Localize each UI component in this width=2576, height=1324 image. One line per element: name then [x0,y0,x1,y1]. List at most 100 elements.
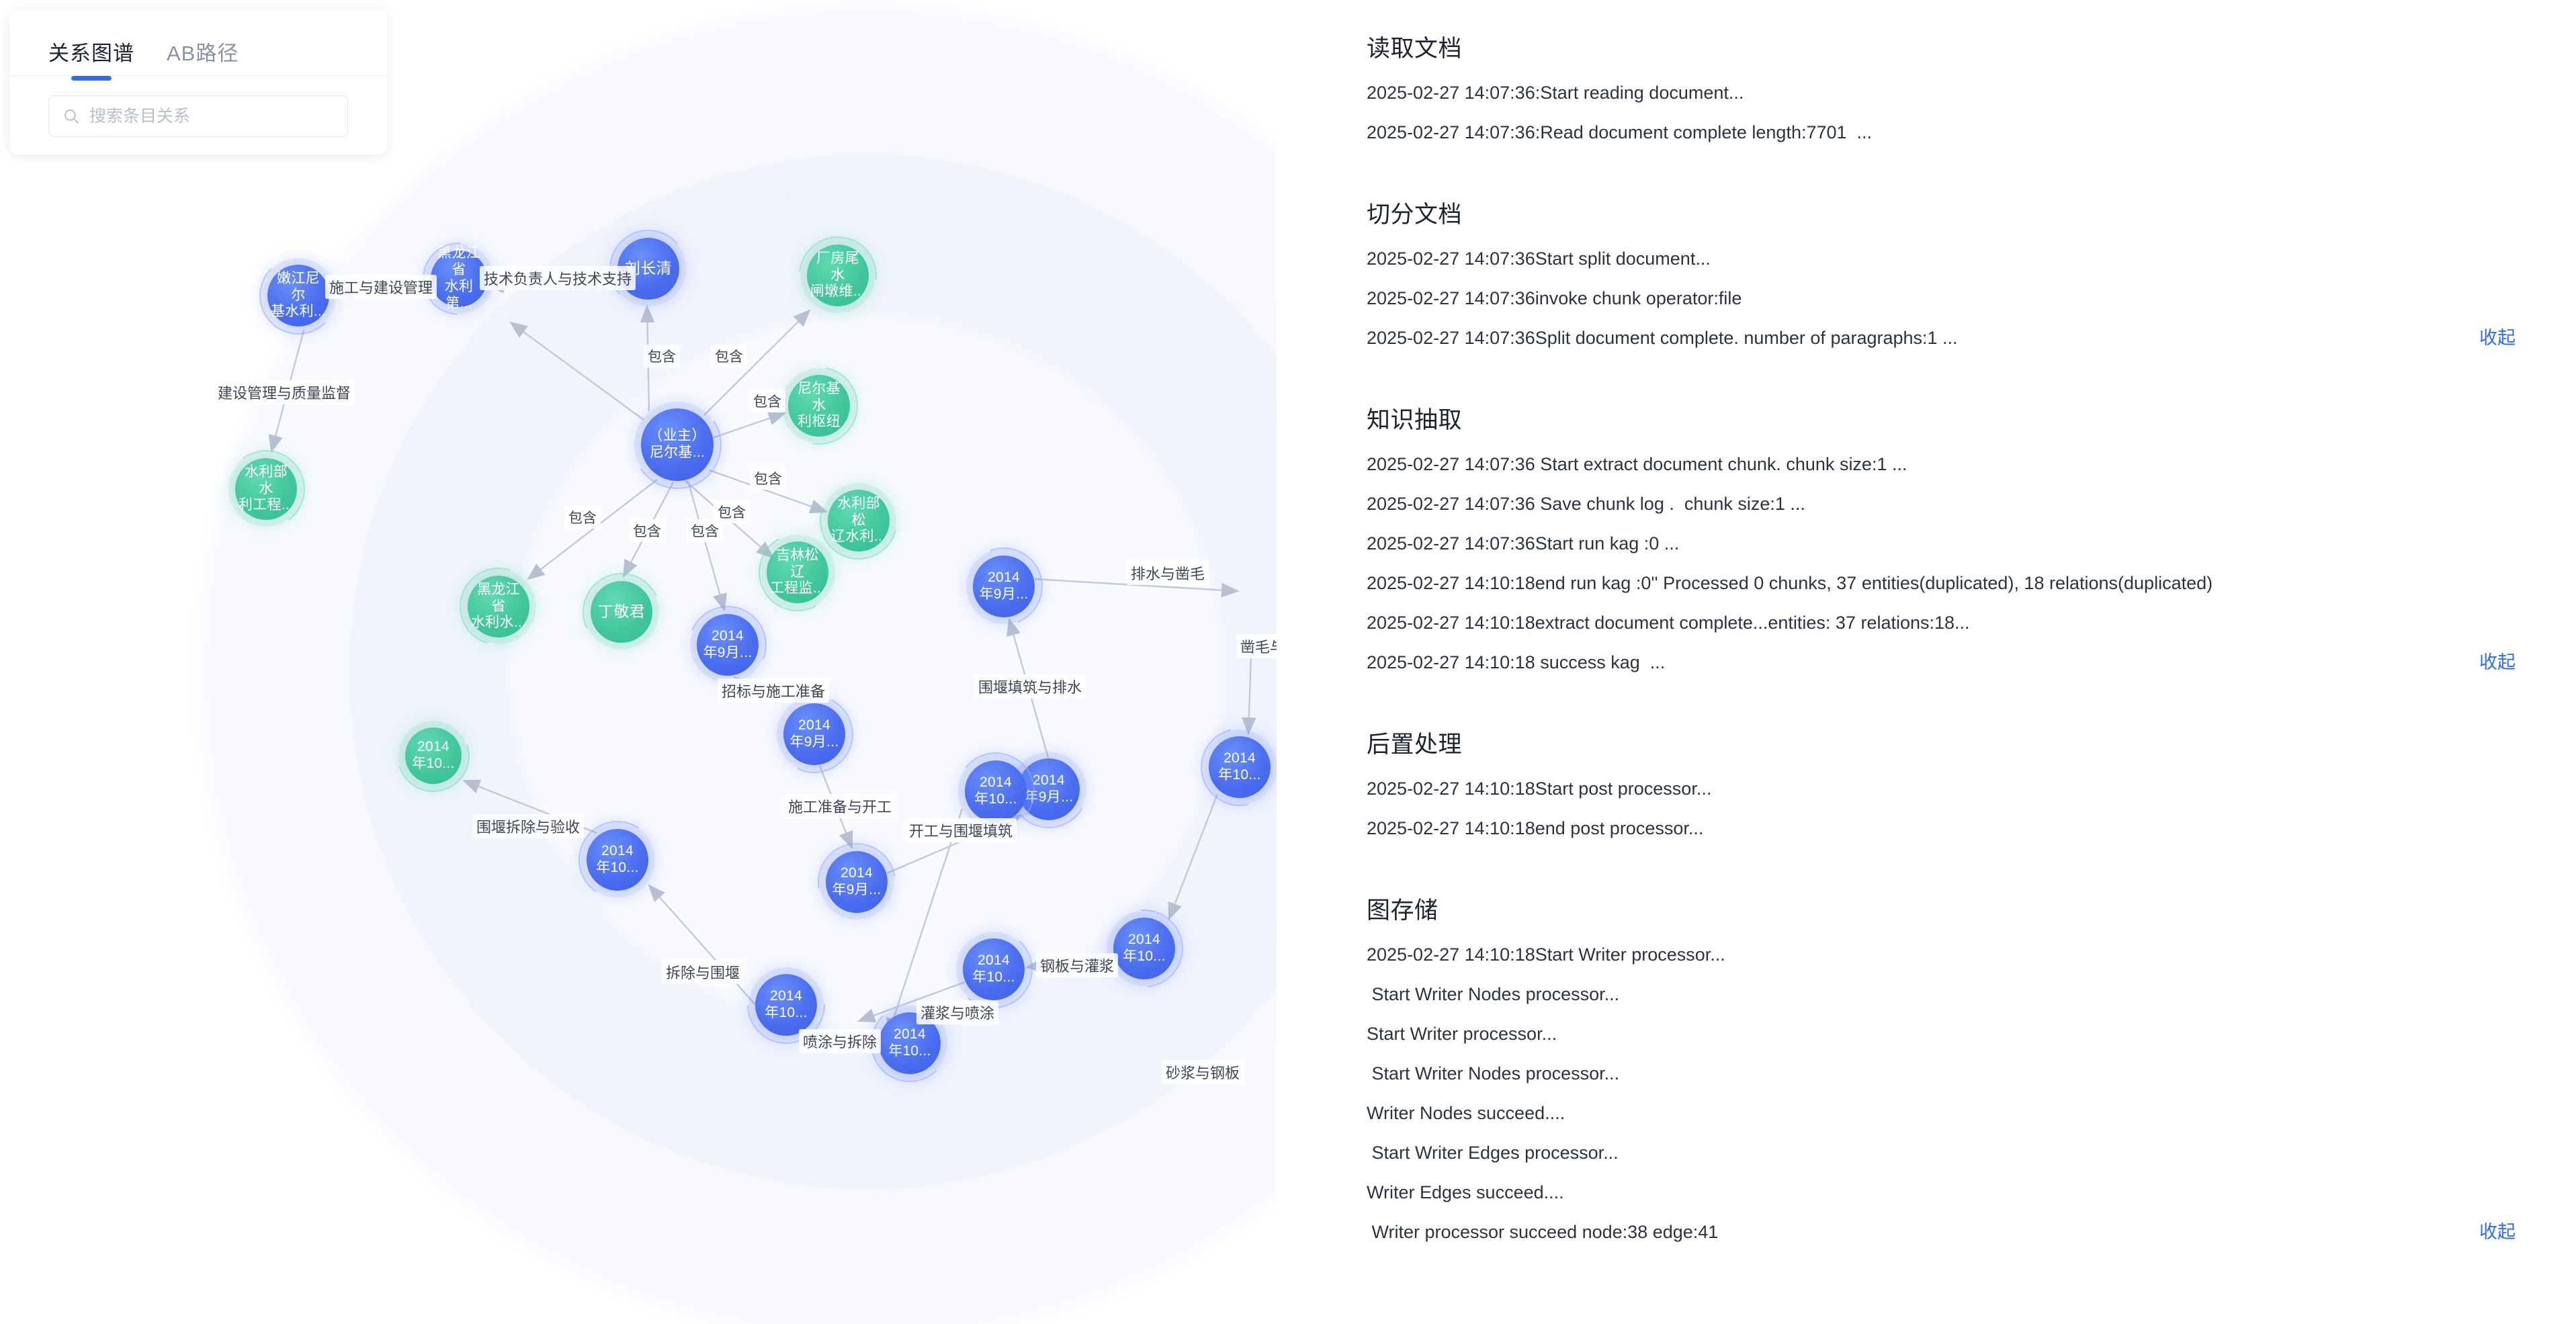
graph-node-label: 2014 年10... [412,739,455,771]
collapse-link[interactable]: 收起 [2479,652,2516,673]
graph-node-label: 吉林松辽 工程监... [769,547,826,597]
graph-node[interactable]: 黑龙江省 水利第... [407,227,511,330]
graph-node[interactable]: 黑龙江省 水利水... [445,554,552,660]
log-line: 2025-02-27 14:07:36Start run kag :0 ... [1367,533,1680,554]
graph-node[interactable]: 2014 年10... [1089,893,1199,1004]
graph-node[interactable]: 2014 年9月... [952,535,1056,638]
graph-node-label: 2014 年10... [765,988,808,1020]
pipeline-step: 图存储 2025-02-27 14:10:18Start Writer proce… [1277,891,2576,1290]
pipeline-step: 知识抽取 2025-02-27 14:07:36 Start extract do… [1277,401,2576,720]
graph-node-label: 2014 年9月... [979,570,1029,602]
pipeline-step: 切分文档 2025-02-27 14:07:36Start split docum… [1277,195,2576,396]
tabs-divider [9,75,387,76]
pipeline-step-title: 图存储 [1367,897,1439,924]
graph-node-label: 2014 年10... [972,953,1015,985]
graph-node[interactable]: 2014 年10... [953,928,1035,1010]
graph-node-label: 嫩江尼尔 基水利... [270,270,327,320]
pipeline-step-header: 后置处理 [1367,725,2516,760]
step-spacer [1367,161,2516,190]
graph-node-label: 黑龙江省 水利水... [470,581,527,631]
graph-node[interactable]: 水利部松 辽水利... [805,467,912,574]
pipeline-step-title: 读取文档 [1367,36,1463,62]
graph-node[interactable]: 2014 年10... [571,813,664,906]
pipeline-step: 后置处理 2025-02-27 14:10:18Start post proces… [1277,725,2576,886]
pipeline-step-header: 知识抽取 [1367,401,2516,435]
log-line: Start Writer processor... [1367,1024,1557,1045]
log-line: 2025-02-27 14:10:18Start Writer processo… [1367,944,1725,965]
log-line: Writer processor succeed node:38 edge:41… [1367,1221,2516,1243]
graph-node[interactable]: 吉林松辽 工程监... [749,524,846,621]
graph-node-label: 2014 年10... [596,843,639,875]
tab-relation-graph[interactable]: 关系图谱 [48,36,134,77]
pipeline-step-header: 读取文档 [1367,30,2516,64]
pipeline-step-title: 知识抽取 [1367,407,1463,434]
step-spacer [1367,691,2516,720]
graph-node[interactable]: （业主） 尼尔基... [624,392,730,498]
step-spacer [1367,1260,2516,1290]
log-line: 2025-02-27 14:07:36:Read document comple… [1367,122,1873,143]
log-line: 2025-02-27 14:10:18end run kag :0'' Proc… [1367,573,2213,594]
graph-node[interactable]: 2014 年10... [384,706,483,805]
graph-node[interactable]: 2014 年10... [869,1003,950,1084]
pipeline-step-header: 切分文档 [1367,195,2516,230]
graph-node-label: 2014 年9月... [703,628,753,660]
graph-node-label: 尼尔基水 利枢纽 [798,380,841,430]
graph-node-label: 2014 年10... [1218,750,1261,783]
log-line: 2025-02-27 14:10:18extract document comp… [1367,613,1970,633]
log-line: Start Writer Nodes processor... [1367,984,1620,1005]
collapse-link[interactable]: 收起 [2479,328,2516,349]
graph-node[interactable]: 2014 年10... [730,949,842,1061]
graph-node-label: 2014 年10... [1123,932,1166,964]
log-line: 2025-02-27 14:07:36 Start extract docume… [1367,454,1907,475]
graph-controls-card: 关系图谱 AB路径 [9,9,387,155]
collapse-link[interactable]: 收起 [2479,1222,2516,1243]
graph-node[interactable]: 2014 年9月... [802,827,912,937]
step-spacer [1367,856,2516,886]
tab-ab-path[interactable]: AB路径 [167,42,239,65]
graph-node[interactable]: 2014 年9月... [765,685,864,784]
graph-node-label: 刘长清 [625,259,672,277]
log-line: 2025-02-27 14:07:36Start split document.… [1367,249,1711,269]
graph-node-label: 水利部松 辽水利... [830,495,887,545]
graph-node-label: 2014 年9月... [1024,773,1074,805]
log-line: 2025-02-27 14:10:18Start post processor.… [1367,779,1712,799]
graph-canvas-background [0,0,1277,1324]
graph-node[interactable]: 刘长清 [607,227,690,310]
search-area [9,77,387,137]
graph-node-label: 2014 年10... [888,1026,931,1059]
search-input[interactable] [89,106,334,126]
graph-node-label: 2014 年9月... [832,865,882,897]
log-line: Start Writer Edges processor... [1367,1143,1619,1163]
log-line: Writer Edges succeed.... [1367,1182,1564,1203]
log-line: Writer Nodes succeed.... [1367,1103,1565,1124]
graph-node[interactable]: 2014 年10... [1186,713,1277,821]
log-line: 2025-02-27 14:10:18 success kag ...收起 [1367,651,2516,674]
search-box[interactable] [48,95,348,137]
graph-node[interactable]: 水利部水 利工程... [222,445,310,533]
graph-node[interactable]: 2014 年10... [952,748,1039,835]
graph-node-label: （业主） 尼尔基... [648,428,706,460]
relation-graph-panel: 嫩江尼尔 基水利... 黑龙江省 水利第... 刘长清 厂房尾水 闸墩维... 水利部水… [0,0,1277,1324]
step-spacer [1367,366,2516,396]
graph-tabs: 关系图谱 AB路径 [9,9,387,77]
graph-node-label: 2014 年9月... [789,717,839,750]
graph-node[interactable]: 丁敬君 [571,562,672,662]
log-line: 2025-02-27 14:10:18end post processor... [1367,818,1704,839]
graph-node-label: 丁敬君 [598,603,645,621]
search-icon [65,109,79,124]
graph-node[interactable]: 2014 年9月... [676,593,779,697]
graph-node[interactable]: 尼尔基水 利枢纽 [765,351,873,460]
graph-node[interactable]: 厂房尾水 闸墩维... [783,220,893,330]
pipeline-step-title: 后置处理 [1367,732,1463,758]
log-line: 2025-02-27 14:07:36 Save chunk log . chu… [1367,494,1805,515]
graph-node-label: 水利部水 利工程... [238,464,294,513]
graph-node[interactable]: 嫩江尼尔 基水利... [259,257,337,335]
pipeline-step-header: 图存储 [1367,891,2516,926]
graph-node-label: 黑龙江省 水利第... [437,245,480,311]
graph-node[interactable]: 2014 年9月... [1000,741,1097,838]
graph-node-label: 2014 年10... [974,775,1017,807]
